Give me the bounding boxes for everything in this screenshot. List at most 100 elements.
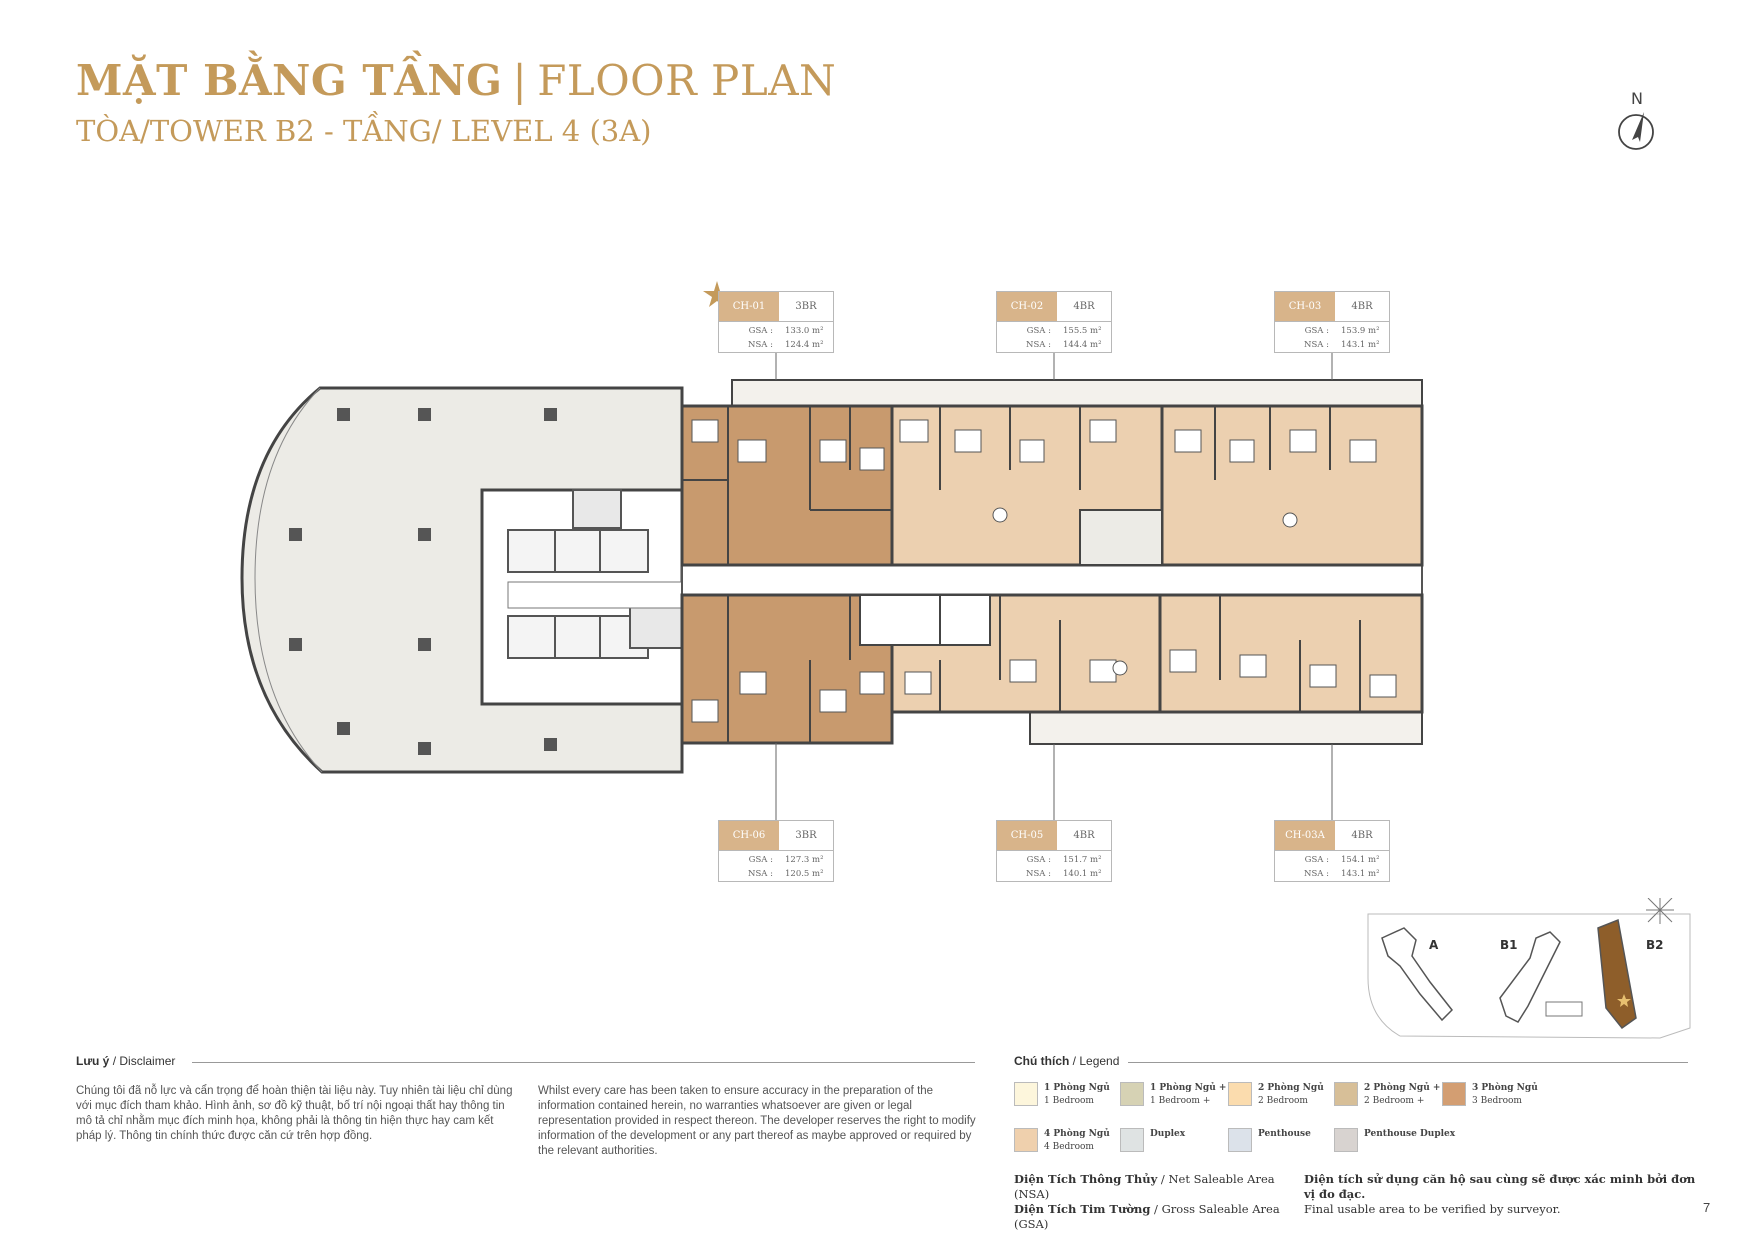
title-vi: MẶT BẰNG TẦNG bbox=[76, 56, 503, 105]
nsa-value: 143.1 m² bbox=[1341, 869, 1380, 879]
star-icon bbox=[703, 281, 731, 307]
unit-code: CH-06 bbox=[719, 821, 779, 850]
unit-type: 4BR bbox=[1351, 830, 1373, 841]
page-number: 7 bbox=[1703, 1200, 1711, 1215]
nsa-value: 124.4 m² bbox=[785, 340, 824, 350]
disclaimer-text-en: Whilst every care has been taken to ensu… bbox=[538, 1085, 976, 1157]
title-en: FLOOR PLAN bbox=[537, 56, 837, 105]
keymap-label-b1: B1 bbox=[1500, 938, 1518, 952]
legend-label-vi: 2 Phòng Ngủ + bbox=[1364, 1083, 1441, 1093]
gsa-value: 155.5 m² bbox=[1063, 326, 1102, 336]
legend-swatch bbox=[1334, 1082, 1358, 1106]
gsa-label: GSA : bbox=[748, 855, 773, 865]
legend-label-en: 2 Bedroom bbox=[1258, 1096, 1308, 1106]
legend-label-vi: 3 Phòng Ngủ bbox=[1472, 1083, 1538, 1093]
site-key-map: A B1 B2 bbox=[1360, 896, 1700, 1053]
unit-code: CH-02 bbox=[997, 292, 1057, 321]
nsa-label: NSA : bbox=[1304, 340, 1329, 350]
legend-label-vi: 2 Phòng Ngủ bbox=[1258, 1083, 1324, 1093]
legend-label-en: 2 Bedroom + bbox=[1364, 1096, 1425, 1106]
gsa-value: 153.9 m² bbox=[1341, 326, 1380, 336]
gsa-value: 154.1 m² bbox=[1341, 855, 1380, 865]
nsa-label: NSA : bbox=[1026, 869, 1051, 879]
surveyor-note-en: Final usable area to be verified by surv… bbox=[1304, 1202, 1561, 1216]
disclaimer-text-vi: Chúng tôi đã nỗ lực và cẩn trọng để hoàn… bbox=[76, 1085, 513, 1142]
leader-lines bbox=[775, 353, 1333, 822]
star-icon bbox=[1617, 994, 1631, 1007]
unit-code: CH-03A bbox=[1275, 821, 1335, 850]
unit-card-ch-06[interactable]: CH-06 3BR GSA : 127.3 m² NSA : 120.5 m² bbox=[718, 820, 834, 882]
unit-code: CH-05 bbox=[997, 821, 1057, 850]
page-subtitle: TÒA/TOWER B2 - TẦNG/ LEVEL 4 (3A) bbox=[76, 114, 652, 148]
legend-swatch bbox=[1120, 1082, 1144, 1106]
balcony-upper bbox=[731, 379, 1423, 407]
legend-rule bbox=[1128, 1062, 1688, 1063]
title-separator: | bbox=[512, 56, 528, 105]
legend-swatch bbox=[1228, 1128, 1252, 1152]
disclaimer-heading-vi: Lưu ý bbox=[76, 1054, 110, 1068]
north-arrow-icon: N bbox=[1616, 88, 1656, 158]
legend-item-4br: 4 Phòng Ngủ 4 Bedroom bbox=[1014, 1128, 1110, 1154]
legend-swatch bbox=[1120, 1128, 1144, 1152]
north-label: N bbox=[1631, 89, 1643, 108]
legend-swatch bbox=[1014, 1128, 1038, 1152]
gsa-label: GSA : bbox=[1026, 855, 1051, 865]
unit-card-ch-05[interactable]: CH-05 4BR GSA : 151.7 m² NSA : 140.1 m² bbox=[996, 820, 1112, 882]
legend-label-vi: 4 Phòng Ngủ bbox=[1044, 1129, 1110, 1139]
disclaimer-heading: Lưu ý / Disclaimer bbox=[76, 1054, 175, 1068]
legend-label-en: 1 Bedroom + bbox=[1150, 1096, 1211, 1106]
legend-label-vi: Penthouse Duplex bbox=[1364, 1129, 1456, 1139]
legend-label-en: 1 Bedroom bbox=[1044, 1096, 1094, 1106]
gsa-value: 151.7 m² bbox=[1063, 855, 1102, 865]
interior-walls bbox=[682, 406, 1361, 743]
legend-label-en: 3 Bedroom bbox=[1472, 1096, 1522, 1106]
legend-heading-en: Legend bbox=[1079, 1054, 1120, 1068]
disclaimer-rule bbox=[192, 1062, 975, 1063]
legend-item-duplex: Duplex bbox=[1120, 1128, 1185, 1152]
page-title: MẶT BẰNG TẦNG|FLOOR PLAN bbox=[76, 56, 836, 105]
unit-code: CH-03 bbox=[1275, 292, 1335, 321]
balcony-lower bbox=[1029, 711, 1423, 745]
nsa-label: NSA : bbox=[748, 869, 773, 879]
disclaimer-heading-en: Disclaimer bbox=[119, 1054, 176, 1068]
nsa-value: 120.5 m² bbox=[785, 869, 824, 879]
keymap-label-b2: B2 bbox=[1646, 938, 1664, 952]
legend-label-en: 4 Bedroom bbox=[1044, 1142, 1094, 1152]
nsa-label: NSA : bbox=[748, 340, 773, 350]
disclaimer-heading-sep: / bbox=[109, 1054, 120, 1068]
area-definitions: Diện Tích Thông Thủy / Net Saleable Area… bbox=[1014, 1172, 1304, 1232]
nsa-label: NSA : bbox=[1304, 869, 1329, 879]
nsa-value: 140.1 m² bbox=[1063, 869, 1102, 879]
legend-item-penthouse-duplex: Penthouse Duplex bbox=[1334, 1128, 1455, 1152]
legend-heading-sep: / bbox=[1069, 1054, 1080, 1068]
elevator-core bbox=[480, 488, 684, 706]
surveyor-note: Diện tích sử dụng căn hộ sau cùng sẽ đượ… bbox=[1304, 1172, 1704, 1217]
gsa-label: GSA : bbox=[1026, 326, 1051, 336]
legend-swatch bbox=[1334, 1128, 1358, 1152]
nsa-term-vi: Diện Tích Thông Thủy bbox=[1014, 1172, 1158, 1186]
legend-swatch bbox=[1228, 1082, 1252, 1106]
surveyor-note-vi: Diện tích sử dụng căn hộ sau cùng sẽ đượ… bbox=[1304, 1172, 1696, 1201]
unit-code: CH-01 bbox=[719, 292, 779, 321]
compass-icon bbox=[1646, 896, 1674, 924]
gsa-value: 127.3 m² bbox=[785, 855, 824, 865]
legend-item-penthouse: Penthouse bbox=[1228, 1128, 1311, 1152]
nsa-label: NSA : bbox=[1026, 340, 1051, 350]
nsa-term-en: / Net Saleable Area (NSA) bbox=[1014, 1172, 1275, 1201]
unit-type: 3BR bbox=[795, 830, 817, 841]
legend-item-1br-plus: 1 Phòng Ngủ +1 Bedroom + bbox=[1120, 1082, 1226, 1108]
nsa-value: 144.4 m² bbox=[1063, 340, 1102, 350]
unit-type: 3BR bbox=[795, 301, 817, 312]
legend-swatch bbox=[1442, 1082, 1466, 1106]
legend-item-2br-plus: 2 Phòng Ngủ + 2 Bedroom + bbox=[1334, 1082, 1440, 1108]
keymap-label-a: A bbox=[1429, 938, 1439, 952]
gsa-term-vi: Diện Tích Tim Tường bbox=[1014, 1202, 1151, 1216]
unit-type: 4BR bbox=[1073, 830, 1095, 841]
legend-item-3br: 3 Phòng Ngủ 3 Bedroom bbox=[1442, 1082, 1538, 1108]
